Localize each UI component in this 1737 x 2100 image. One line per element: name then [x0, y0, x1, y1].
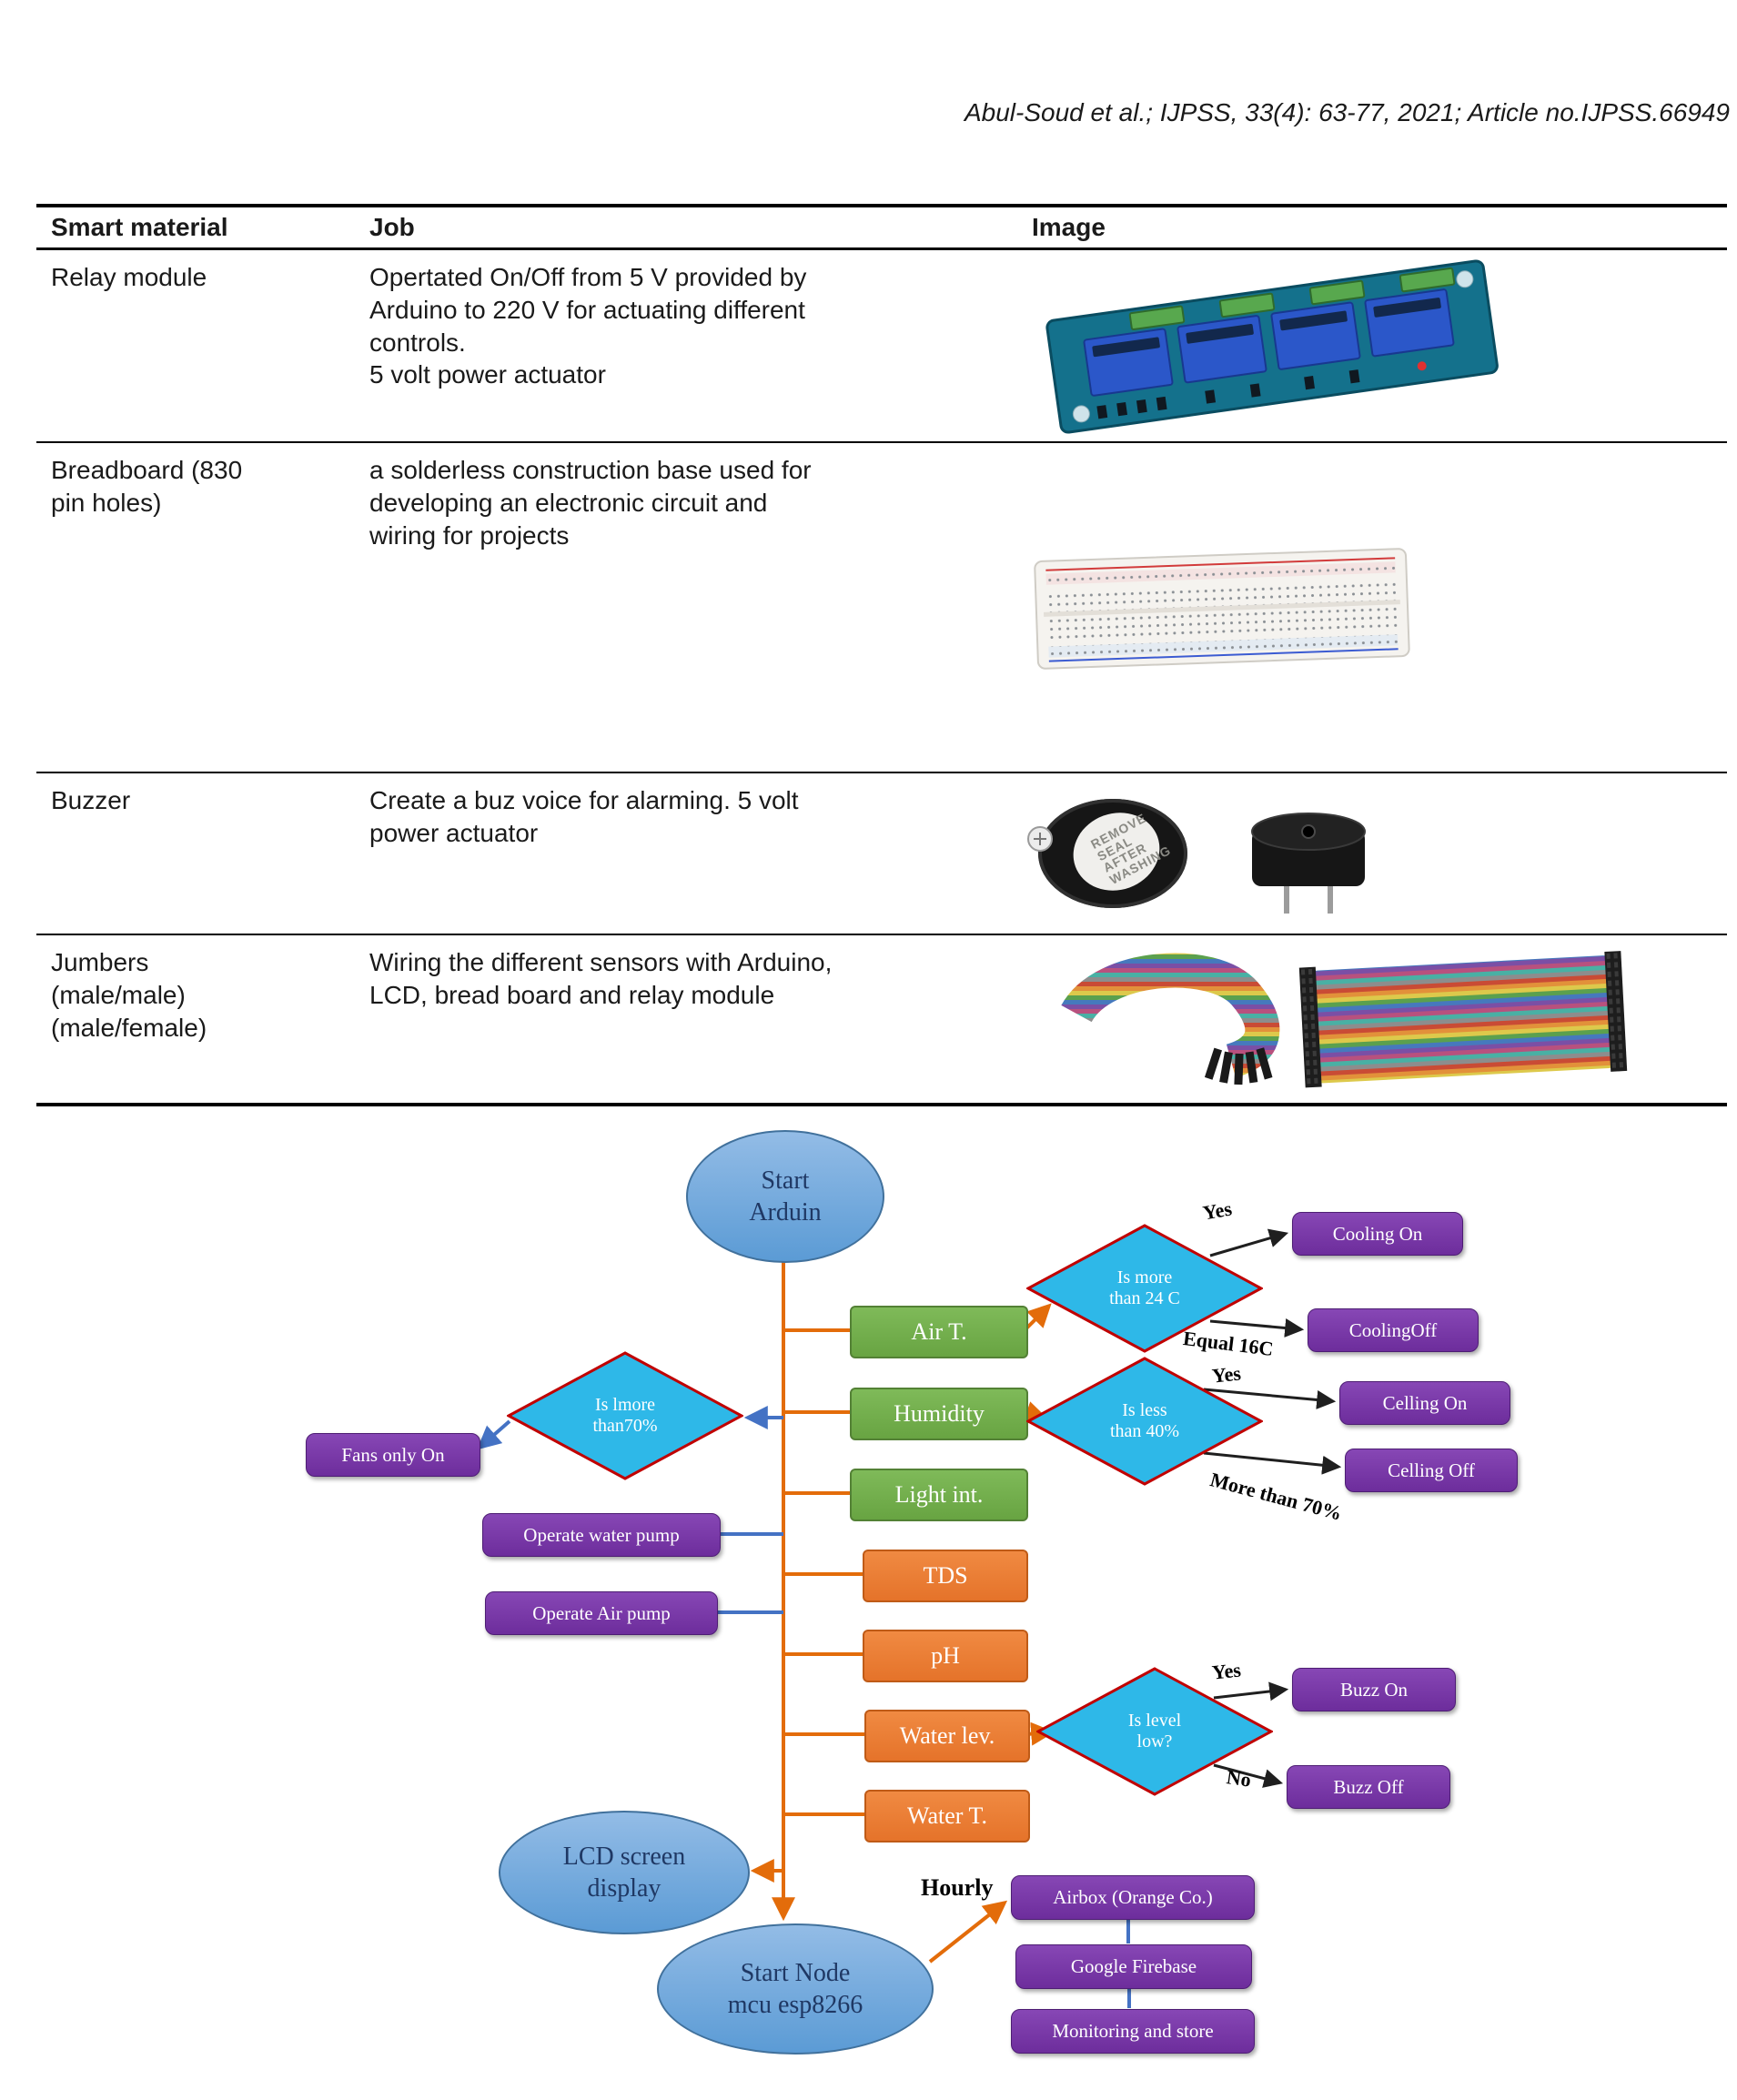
decision-label: Is lmore than70% — [592, 1395, 658, 1436]
diamond-shape — [505, 1351, 745, 1480]
decision-water-level: Is level low? — [1035, 1666, 1275, 1797]
header-citation: Abul-Soud et al.; IJPSS, 33(4): 63-77, 2… — [964, 98, 1730, 126]
diamond-shape — [1035, 1667, 1275, 1796]
buzzer-photo — [1027, 799, 1366, 914]
sensor-air-temp: Air T. — [850, 1306, 1028, 1358]
relay-module-photo — [1045, 259, 1499, 434]
image-cell: REMOVE SEAL AFTER WASHING — [1017, 773, 1727, 934]
sensor-tds: TDS — [863, 1550, 1028, 1602]
start-nodemcu-node: Start Node mcu esp8266 — [657, 1923, 934, 2055]
action-airbox: Airbox (Orange Co.) — [1011, 1875, 1255, 1920]
action-fans-only-on: Fans only On — [306, 1433, 480, 1477]
table-header-row: Smart material Job Image — [36, 207, 1727, 250]
action-buzz-on: Buzz On — [1292, 1668, 1456, 1711]
image-cell — [1017, 250, 1727, 441]
diamond-shape — [1025, 1357, 1265, 1486]
image-cell — [1017, 443, 1727, 772]
table-row: Breadboard (830 pin holes) a solderless … — [36, 443, 1727, 773]
job-cell: Opertated On/Off from 5 V provided by Ar… — [369, 263, 807, 389]
job-cell: a solderless construction base used for … — [369, 456, 812, 550]
jumper-wires-photo — [1061, 951, 1628, 1088]
action-operate-water-pump: Operate water pump — [482, 1513, 721, 1557]
decision-air-temp: Is more than 24 C — [1025, 1223, 1265, 1354]
lcd-display-node: LCD screen display — [499, 1811, 750, 1934]
table-row: Jumbers (male/male) (male/female) Wiring… — [36, 935, 1727, 1106]
edge-label-yes-buzz: Yes — [1210, 1658, 1242, 1684]
action-google-firebase: Google Firebase — [1015, 1944, 1252, 1989]
decision-label: Is more than 24 C — [1109, 1267, 1180, 1308]
action-cooling-on: Cooling On — [1292, 1212, 1463, 1256]
decision-label: Is level low? — [1127, 1711, 1182, 1752]
sensor-ph: pH — [863, 1630, 1028, 1682]
action-operate-air-pump: Operate Air pump — [485, 1591, 718, 1635]
sensor-humidity: Humidity — [850, 1388, 1028, 1440]
edge-label-yes-ceiling: Yes — [1210, 1361, 1242, 1388]
material-cell: Relay module — [51, 263, 207, 291]
sensor-water-level: Water lev. — [864, 1710, 1030, 1762]
decision-label: Is less than 40% — [1109, 1400, 1180, 1441]
flowchart-connectors — [477, 1228, 1342, 2008]
col-header-smart-material: Smart material — [51, 213, 228, 242]
action-ceiling-on: Celling On — [1339, 1381, 1510, 1425]
material-cell: Jumbers (male/male) (male/female) — [51, 948, 207, 1042]
table-row: Relay module Opertated On/Off from 5 V p… — [36, 250, 1727, 443]
material-cell: Breadboard (830 pin holes) — [51, 456, 243, 517]
materials-table: Smart material Job Image Relay module Op… — [36, 204, 1727, 1106]
image-cell — [1017, 935, 1727, 1103]
diamond-shape — [1025, 1224, 1265, 1353]
col-header-job: Job — [369, 213, 415, 242]
breadboard-photo — [1034, 548, 1410, 670]
action-ceiling-off: Celling Off — [1345, 1449, 1518, 1492]
action-monitoring-store: Monitoring and store — [1011, 2009, 1255, 2054]
start-arduino-node: Start Arduin — [686, 1130, 884, 1263]
material-cell: Buzzer — [51, 786, 131, 814]
job-cell: Create a buz voice for alarming. 5 volt … — [369, 786, 799, 847]
action-buzz-off: Buzz Off — [1287, 1765, 1450, 1809]
job-cell: Wiring the different sensors with Arduin… — [369, 948, 833, 1009]
edge-label-yes-cooling: Yes — [1200, 1196, 1234, 1225]
action-cooling-off: CoolingOff — [1308, 1308, 1479, 1352]
edge-label-hourly: Hourly — [921, 1874, 994, 1901]
decision-humidity: Is less than 40% — [1025, 1356, 1265, 1487]
sensor-light: Light int. — [850, 1469, 1028, 1521]
decision-humidity-high: Is lmore than70% — [505, 1350, 745, 1481]
sensor-water-temp: Water T. — [864, 1790, 1030, 1843]
flowchart: Start Arduin LCD screen display Start No… — [0, 1128, 1737, 2100]
edge-label-no-buzz: No — [1225, 1765, 1253, 1792]
table-row: Buzzer Create a buz voice for alarming. … — [36, 773, 1727, 935]
col-header-image: Image — [1032, 213, 1106, 242]
